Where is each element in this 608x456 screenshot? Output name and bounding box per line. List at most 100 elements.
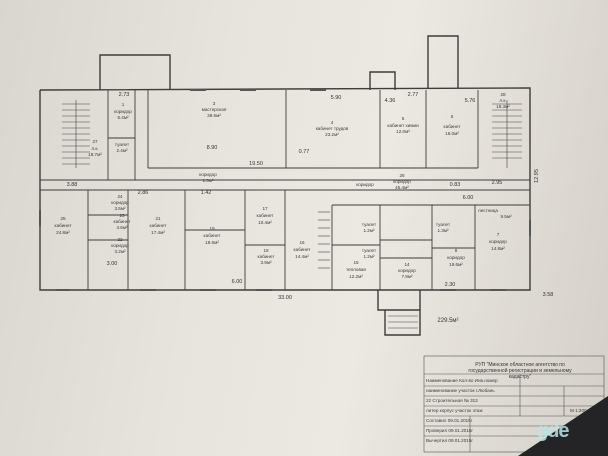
title-block-row-4: литер корпус участок этаж — [426, 408, 483, 413]
room-18-name: кабинет — [258, 254, 276, 259]
room-17-name: кабинет — [257, 213, 275, 218]
dim-2-95: 2.95 — [492, 180, 503, 186]
room-20-name: коридор — [199, 172, 217, 177]
room-13-name: туалет — [362, 222, 377, 227]
room-1-area: 5.4м² — [117, 115, 129, 120]
room-15-number: 15 — [353, 260, 359, 265]
room-10-area: 1.3м² — [437, 228, 449, 233]
title-block-header: РУП "Минское областное агентство по госу… — [468, 362, 572, 380]
dim-6-00: 6.00 — [463, 195, 474, 201]
stairs-bottom — [318, 211, 330, 269]
room-4-area: 23.2м² — [325, 132, 339, 137]
room-24-name: коридор — [111, 200, 129, 205]
title-block-row-3: 22 Строительная № 313 — [426, 398, 478, 403]
site-watermark: gde — [536, 420, 570, 442]
room-28-name: л.к. — [499, 98, 506, 103]
dim-33-00: 33.00 — [278, 295, 292, 301]
room-25-area: 24.8м² — [56, 230, 70, 235]
room-25-name: кабинет — [55, 223, 73, 228]
total-area: 229.5м² — [437, 318, 458, 324]
room-23-number: 23 — [119, 213, 125, 218]
room-18-number: 18 — [263, 248, 269, 253]
dim-2-77: 2.77 — [408, 92, 419, 98]
title-block-row-5: Составил 09.01.2015г — [426, 418, 473, 423]
room-28-area: 18.3м² — [496, 104, 510, 109]
room-19-area: 18.6м² — [205, 240, 219, 245]
porch-steps — [388, 315, 418, 329]
room-6-name: кабинет — [444, 124, 462, 129]
room-7-number: 7 — [497, 232, 500, 237]
room-22-number: 22 — [117, 237, 123, 242]
room-7-name: коридор — [489, 239, 507, 244]
dim-5-90: 5.90 — [331, 95, 342, 101]
room-10-name: туалет — [436, 222, 451, 227]
room-15-area: 12.2м² — [349, 274, 363, 279]
dim-0-83: 0.83 — [450, 182, 461, 188]
dim-19-50: 19.50 — [249, 161, 263, 167]
room-28-number: 28 — [500, 92, 506, 97]
room-5-name: кабинет химии — [387, 123, 419, 128]
dim-3-00: 3.00 — [107, 261, 118, 267]
room-16-number: 16 — [299, 240, 305, 245]
room-14-number: 14 — [404, 262, 410, 267]
room-2-area: 2.4м² — [116, 148, 128, 153]
dimension-labels: 2.73 5.90 4.36 2.77 5.76 8.90 19.50 0.77… — [67, 92, 554, 324]
dim-2-73: 2.73 — [119, 92, 130, 98]
room-23-name: кабинет — [114, 219, 132, 224]
room-26-number: 26 — [399, 173, 405, 178]
dim-2-86: 2.86 — [138, 190, 149, 196]
room-3-area: 38.6м² — [207, 113, 221, 118]
room-22-area: 3.2м² — [114, 249, 126, 254]
room-17-area: 10.4м² — [258, 220, 272, 225]
room-8-area: 19.6м² — [449, 262, 463, 267]
dim-1-42: 1.42 — [201, 190, 212, 196]
room-22-name: коридор — [111, 243, 129, 248]
room-14-name: коридор — [398, 268, 416, 273]
room-26-name: коридор — [393, 179, 411, 184]
room-1-number: 1 — [122, 102, 125, 107]
room-21-number: 21 — [155, 216, 161, 221]
room-1-name: коридор — [114, 109, 132, 114]
room-24-area: 3.5м² — [114, 206, 126, 211]
room-21-area: 17.4м² — [151, 230, 165, 235]
room-9-area: 9.5м² — [500, 214, 512, 219]
room-21-name: кабинет — [150, 223, 168, 228]
dark-corner — [518, 396, 608, 456]
dim-6-00-bottom: 6.00 — [232, 279, 243, 285]
room-9-name: лестница — [478, 208, 498, 213]
room-26b-name: коридор — [356, 182, 374, 187]
window-marks — [39, 89, 531, 291]
dim-8-90: 8.90 — [207, 145, 218, 151]
room-14-area: 7.9м² — [401, 274, 413, 279]
room-4-name: кабинет трудов — [316, 126, 349, 131]
room-15-name: тепловая — [346, 267, 366, 272]
title-block-row-2: наименование участок г.Любань — [426, 388, 495, 393]
dim-12-95: 12.95 — [534, 169, 540, 183]
room-24-number: 24 — [117, 194, 123, 199]
room-8-number: 8 — [455, 248, 458, 253]
dim-5-76: 5.76 — [465, 98, 476, 104]
room-25-number: 25 — [60, 216, 66, 221]
room-16-area: 14.4м² — [295, 254, 309, 259]
room-27-area: 18.7м² — [88, 152, 102, 157]
dim-4-36: 4.36 — [385, 98, 396, 104]
room-23-area: 4.6м² — [116, 225, 128, 230]
room-7-area: 14.8м² — [491, 246, 505, 251]
title-block-row-6: Проверил 09.01.2015г — [426, 428, 474, 433]
room-11-name: туалет — [362, 248, 377, 253]
room-labels: 1 коридор 5.4м² туалет 2.4м² 3 мастерска… — [55, 92, 512, 279]
room-19-name: кабинет — [204, 233, 222, 238]
room-27-name: л.к. — [91, 146, 98, 151]
stairs-left — [62, 100, 90, 168]
room-26-area: 45.4м² — [395, 185, 409, 190]
room-11-area: 1.2м² — [363, 254, 375, 259]
dim-3-88: 3.88 — [67, 182, 78, 188]
room-16-name: кабинет — [294, 247, 312, 252]
room-2-name: туалет — [115, 142, 130, 147]
room-18-area: 3.9м² — [260, 260, 272, 265]
room-27-number: 27 — [92, 139, 98, 144]
room-4-number: 4 — [331, 120, 334, 125]
room-6-number: 6 — [451, 114, 454, 119]
room-8-name: коридор — [447, 255, 465, 260]
room-3-name: мастерская — [202, 107, 227, 112]
